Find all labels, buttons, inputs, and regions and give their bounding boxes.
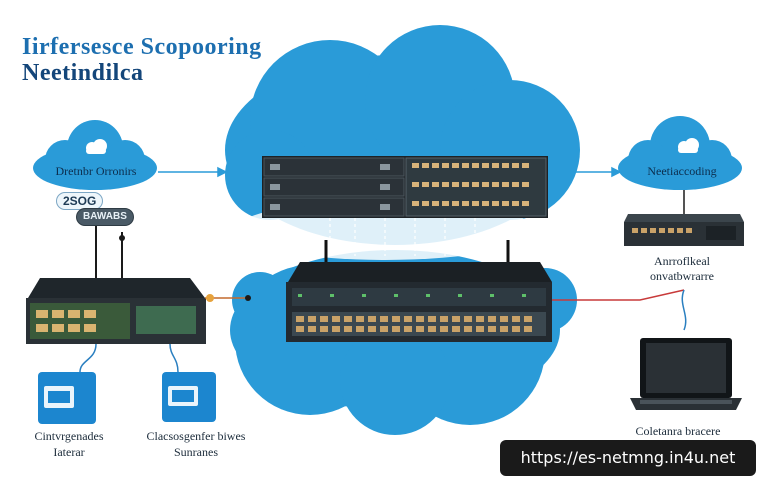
mini-server	[624, 214, 744, 246]
network-badge: BAWABS	[76, 208, 134, 226]
network-switch	[286, 240, 552, 342]
left-cloud-label: Dretnbr Orronirs	[55, 164, 137, 178]
title-line-1: Iirfersesce Scopooring	[22, 34, 262, 60]
caption-right-middle: Anrroflkeal onvatbwrarre	[650, 254, 714, 283]
cloud-icon	[678, 138, 699, 153]
arrow-center-to-right	[560, 166, 622, 178]
caption-left-bottom-2: Clacsosgenfer biwes Sunranes	[146, 429, 246, 459]
server-rack	[262, 156, 548, 218]
url-watermark: https://es-netmng.in4u.net	[500, 440, 756, 476]
left-cloud	[33, 120, 157, 190]
router-device	[26, 222, 206, 344]
title-line-2: Neetindilca	[22, 60, 144, 86]
storage-cube-2	[162, 372, 216, 422]
data-links	[329, 218, 476, 256]
cloud-icon	[86, 139, 107, 154]
diagram-title: Iirfersesce Scopooring Neetindilca	[22, 34, 262, 86]
router-switch-link	[205, 294, 251, 302]
storage-cube-1	[38, 372, 96, 424]
right-cloud-label: Neetiaccoding	[647, 164, 717, 178]
caption-left-bottom-1: Cintvrgenades Iaterar	[34, 429, 104, 459]
arrow-left-to-center	[158, 166, 228, 178]
bottom-left-cables	[79, 343, 179, 373]
laptop	[630, 338, 742, 410]
switch-laptop-link	[552, 289, 687, 331]
